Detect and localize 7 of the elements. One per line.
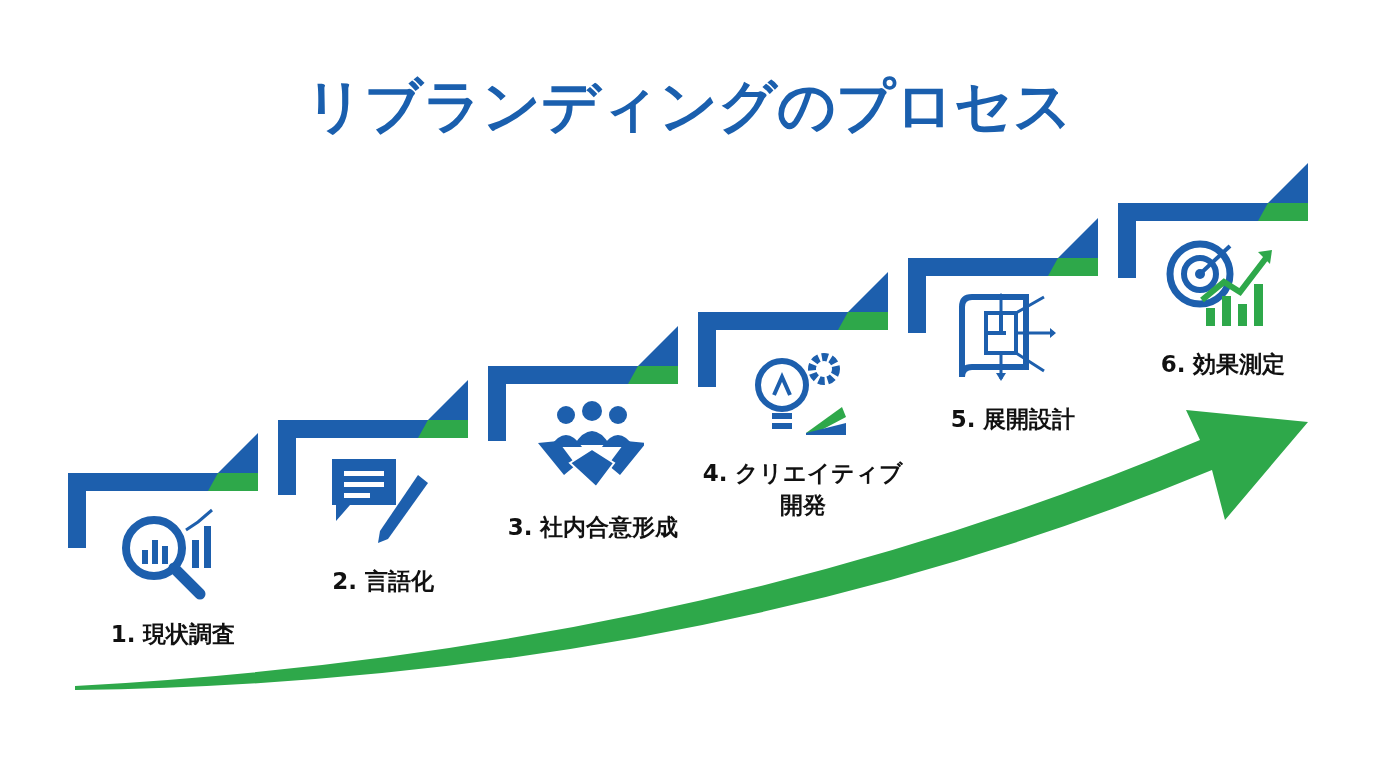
step-label: 5. 展開設計 <box>949 405 1077 434</box>
step-label: 4. クリエイティブ開発 <box>701 459 905 520</box>
step-label: 2. 言語化 <box>331 567 435 596</box>
step-label: 3. 社内合意形成 <box>506 513 680 542</box>
step-label: 6. 効果測定 <box>1159 350 1287 379</box>
step-label: 1. 現状調査 <box>109 620 237 649</box>
title: リブランディングのプロセス <box>303 71 1073 142</box>
